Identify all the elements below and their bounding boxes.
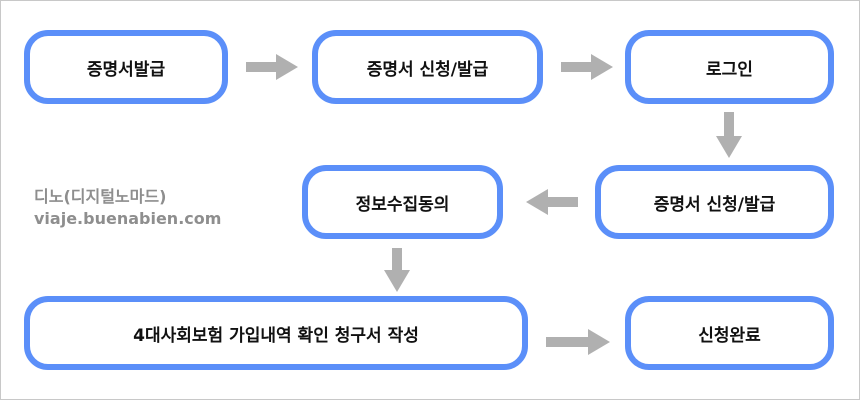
watermark-line-1: 디노(디지털노마드) [34,187,167,206]
step-complete: 신청완료 [625,296,834,370]
arrow-right-1 [246,54,298,80]
step-certificate-issue: 증명서발급 [24,30,228,104]
step-apply-issue-1: 증명서 신청/발급 [312,30,543,104]
watermark-line-2: viaje.buenabien.com [34,209,222,228]
step-login: 로그인 [625,30,834,104]
step-apply-issue-2: 증명서 신청/발급 [595,165,834,239]
step-history-request: 4대사회보험 가입내역 확인 청구서 작성 [24,296,528,370]
watermark: 디노(디지털노마드) viaje.buenabien.com [34,186,221,230]
arrow-down-1 [716,112,742,158]
arrow-right-3 [546,329,610,355]
arrow-left-1 [526,189,578,215]
step-consent: 정보수집동의 [302,165,503,239]
arrow-right-2 [561,54,613,80]
arrow-down-2 [384,248,410,292]
